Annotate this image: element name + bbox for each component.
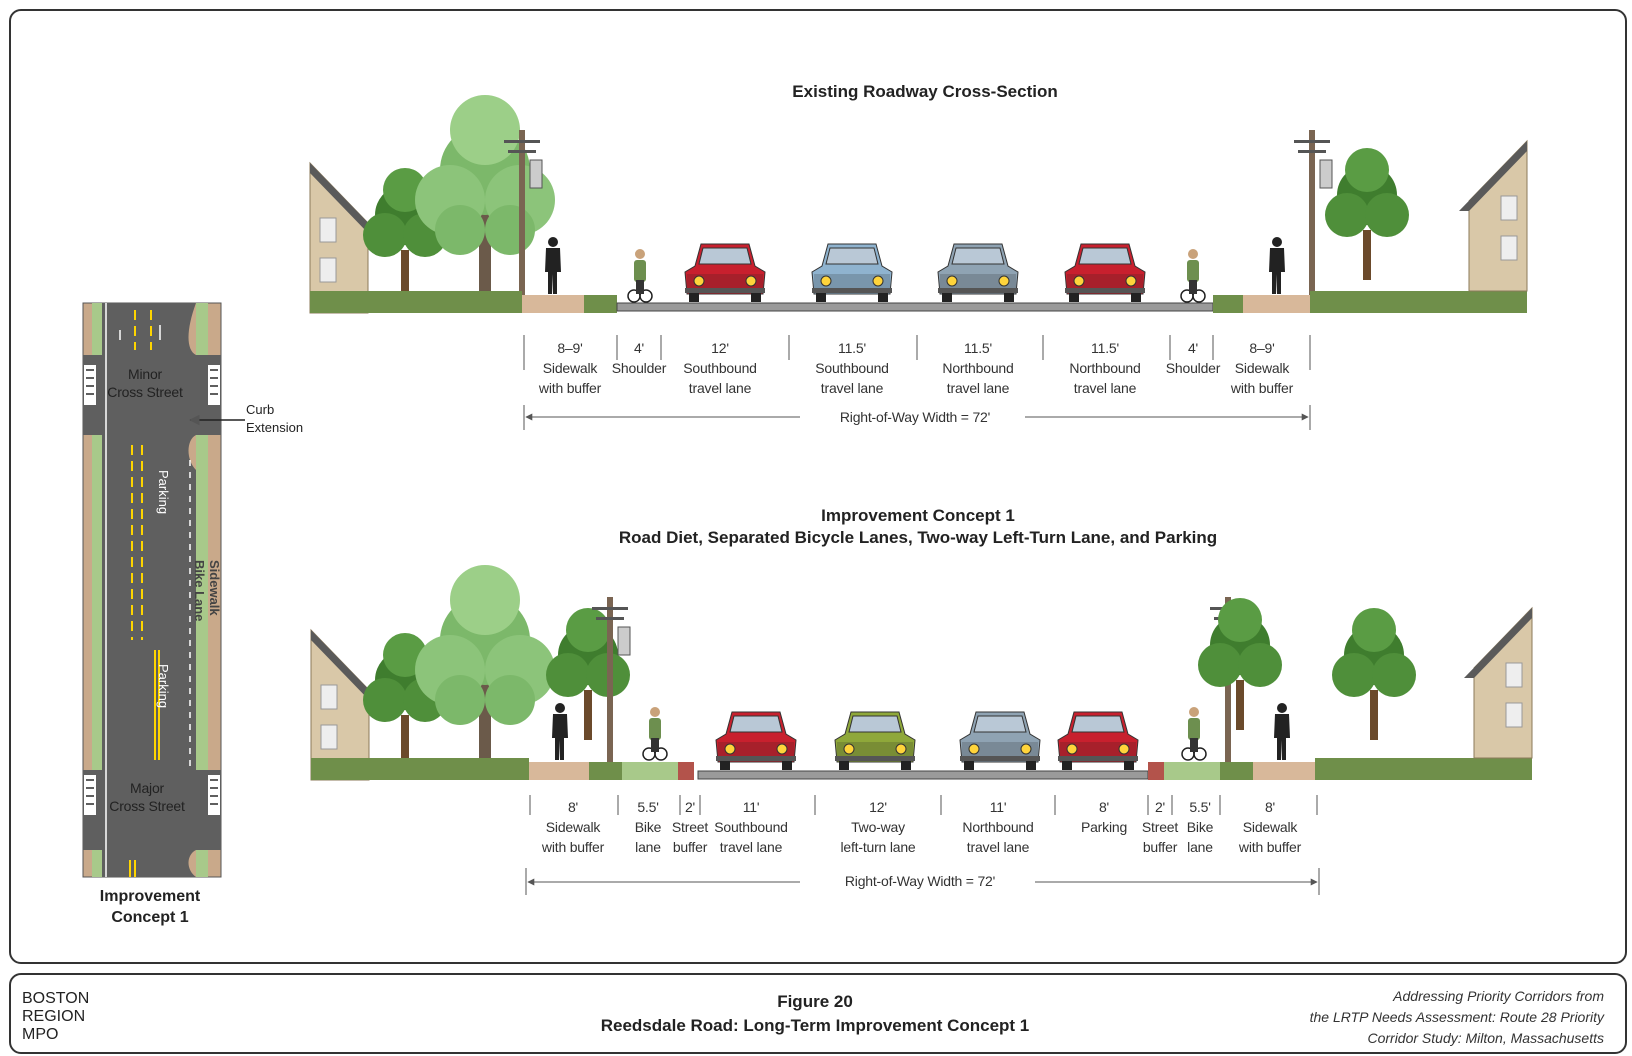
existing-segment-label: 4'Shoulder	[611, 340, 667, 376]
existing-title: Existing Roadway Cross-Section	[792, 82, 1058, 101]
cyclist-icon	[1180, 248, 1206, 303]
large-tree-icon	[415, 95, 555, 300]
concept-title: Improvement Concept 1	[821, 506, 1015, 525]
concept-subtitle: Road Diet, Separated Bicycle Lanes, Two-…	[618, 528, 1218, 547]
parking-label: Parking	[156, 470, 171, 515]
cyclist-icon	[642, 706, 668, 761]
bike-lane	[622, 762, 678, 780]
car-icon	[811, 243, 893, 303]
street-buffer	[1148, 762, 1164, 780]
pedestrian-icon	[552, 703, 568, 760]
pedestrian-icon	[1269, 237, 1285, 294]
car-icon	[937, 243, 1019, 303]
tree-icon	[1198, 598, 1282, 730]
existing-row-label: Right-of-Way Width = 72'	[839, 409, 991, 425]
concept-cross-section	[310, 565, 1533, 895]
buffer-strip	[1220, 762, 1253, 780]
plan-view	[82, 302, 245, 878]
concept-row-label: Right-of-Way Width = 72'	[844, 873, 996, 889]
sidewalk	[1243, 295, 1310, 313]
grass-strip	[1310, 291, 1527, 313]
car-icon	[1064, 243, 1146, 303]
pedestrian-icon	[1274, 703, 1290, 760]
car-icon	[834, 711, 916, 771]
buffer-strip	[589, 762, 622, 780]
grass-strip	[1315, 758, 1532, 780]
house-icon	[1458, 140, 1528, 292]
house-icon	[1463, 607, 1533, 759]
existing-cross-section	[309, 95, 1528, 430]
car-icon	[959, 711, 1041, 771]
car-icon	[715, 711, 797, 771]
bike-lane	[1164, 762, 1220, 780]
roadway	[697, 770, 1149, 780]
car-icon	[1057, 711, 1139, 771]
cyclist-icon	[627, 248, 653, 303]
sidewalk	[529, 762, 589, 780]
buffer-strip	[1213, 295, 1243, 313]
tree-icon	[1332, 608, 1416, 740]
large-tree-icon	[415, 565, 555, 770]
concept-segment-label: 8'Parking	[1080, 799, 1128, 835]
cyclist-icon	[1181, 706, 1207, 761]
grass-strip	[310, 291, 522, 313]
sidewalk	[1253, 762, 1315, 780]
car-icon	[684, 243, 766, 303]
roadway	[616, 302, 1214, 312]
grass-strip	[311, 758, 529, 780]
footer-frame	[9, 973, 1627, 1054]
sidewalk	[522, 295, 584, 313]
pedestrian-icon	[545, 237, 561, 294]
buffer-strip	[584, 295, 617, 313]
existing-segment-label: 4'Shoulder	[1165, 340, 1221, 376]
street-buffer	[678, 762, 694, 780]
tree-icon	[1325, 148, 1409, 280]
parking-label: Parking	[156, 664, 171, 709]
